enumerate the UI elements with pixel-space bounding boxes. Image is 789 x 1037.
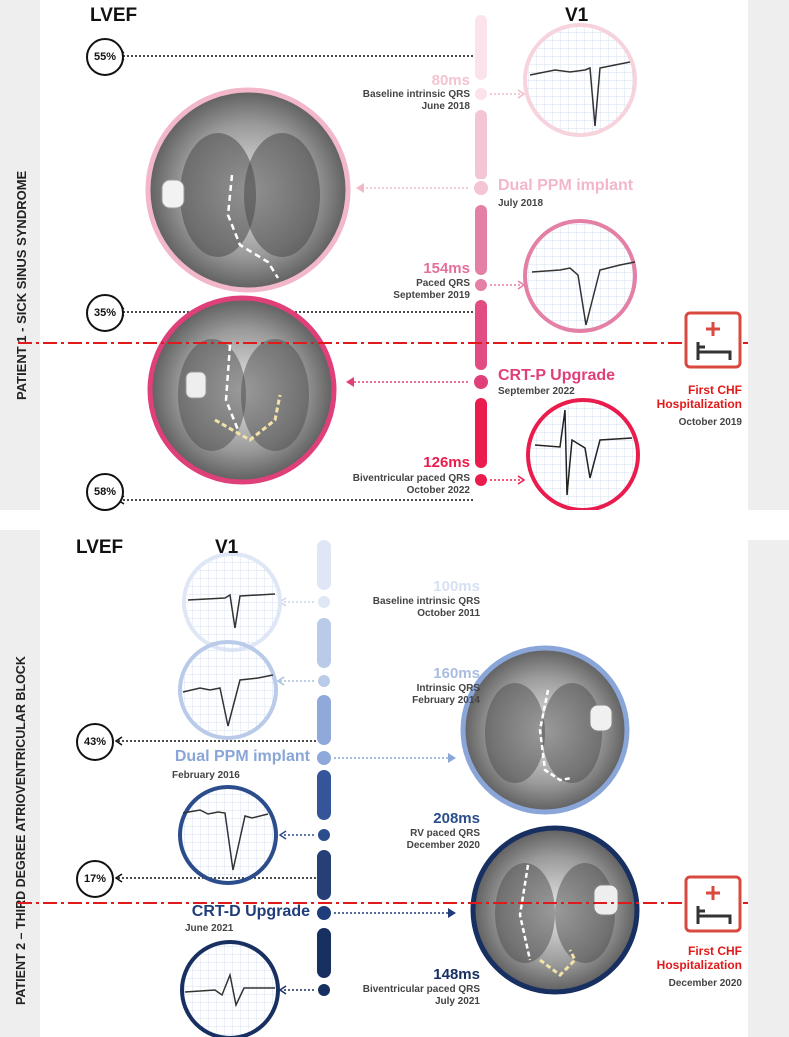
p1-ecg-biv: [526, 398, 640, 510]
p2-qrs-3-value: 208ms: [433, 810, 480, 827]
p1-lvef-1: 55%: [86, 38, 124, 76]
hospital-bed-icon: [684, 311, 742, 369]
patient1-graphics: [18, 15, 748, 510]
patient1-panel: PATIENT 1 - SICK SINUS SYNDROME: [0, 0, 789, 511]
p1-timeline-segment: [475, 15, 487, 80]
p1-xray-ppm: [145, 87, 351, 293]
p1-qrs-3-value: 126ms: [423, 454, 470, 471]
p1-chf-label: First CHF Hospitalization: [630, 383, 742, 411]
p1-qrs-2-desc-text: Paced QRS: [416, 278, 470, 289]
p2-qrs-4-value: 148ms: [433, 966, 480, 983]
p1-timeline-segment: [475, 205, 487, 275]
p1-qrs-3-desc: Biventricular paced QRS October 2022: [300, 473, 470, 497]
patient2-graphics: [18, 540, 748, 1037]
p1-qrs-2-date: September 2019: [393, 290, 470, 301]
p1-qrs-3-desc-text: Biventricular paced QRS: [352, 473, 470, 484]
patient1-right-band: [748, 0, 789, 510]
p2-event-2-label: CRT-D Upgrade: [191, 903, 310, 920]
p2-qrs-1-date: October 2011: [417, 608, 480, 619]
p1-timeline-segment: [475, 300, 487, 370]
p1-timeline-segment: [475, 398, 487, 468]
p2-qrs-4-desc: Biventricular paced QRS July 2021: [310, 984, 480, 1008]
p2-event-2-date: June 2021: [185, 923, 234, 934]
p1-chf-line1: First CHF: [688, 383, 742, 397]
p1-lvef-header: LVEF: [90, 5, 138, 26]
p1-ecg-baseline: [523, 23, 637, 137]
p2-qrs-3-desc: RV paced QRS December 2020: [310, 828, 480, 852]
p2-qrs-2-value: 160ms: [433, 665, 480, 682]
p2-chf-date: December 2020: [668, 978, 742, 989]
p2-v1-header: V1: [215, 537, 239, 558]
p1-v1-header: V1: [565, 5, 589, 26]
p2-qrs-2-desc-text: Intrinsic QRS: [416, 683, 480, 694]
p1-chf-line2: Hospitalization: [656, 397, 742, 411]
p2-lvef-1: 43%: [76, 723, 114, 761]
p2-ecg-baseline: [182, 552, 282, 652]
p2-qrs-2-date: February 2014: [412, 695, 480, 706]
patient2-right-band: [748, 540, 789, 1037]
p1-event-1-label: Dual PPM implant: [498, 177, 634, 194]
p1-qrs-2-value: 154ms: [423, 260, 470, 277]
p1-qrs-1-date: June 2018: [421, 101, 470, 112]
p2-xray-crtd: [470, 825, 640, 995]
p2-ecg-rv-paced: [178, 785, 278, 885]
hospital-bed-icon: [684, 875, 742, 933]
p1-lvef-3: 58%: [86, 473, 124, 511]
patient2-panel: PATIENT 2 – THIRD DEGREE ATRIOVENTRICULA…: [0, 530, 789, 1037]
p1-qrs-2-desc: Paced QRS September 2019: [300, 278, 470, 302]
p2-qrs-1-desc: Baseline intrinsic QRS October 2011: [310, 596, 480, 620]
p2-lvef-header: LVEF: [76, 537, 124, 558]
p2-qrs-4-date: July 2021: [434, 996, 480, 1007]
p1-xray-crtp: [147, 295, 337, 485]
p2-qrs-1-desc-text: Baseline intrinsic QRS: [372, 596, 480, 607]
p2-lvef-2: 17%: [76, 860, 114, 898]
p1-qrs-1-desc-text: Baseline intrinsic QRS: [362, 89, 470, 100]
p2-chf-line1: First CHF: [688, 944, 742, 958]
p2-event-1-label: Dual PPM implant: [174, 748, 310, 765]
p1-chf-date: October 2019: [678, 417, 742, 428]
p2-qrs-3-date: December 2020: [406, 840, 480, 851]
p1-lvef-2: 35%: [86, 294, 124, 332]
p2-qrs-1-value: 100ms: [433, 578, 480, 595]
p2-qrs-2-desc: Intrinsic QRS February 2014: [310, 683, 480, 707]
p1-event-2-date: September 2022: [498, 386, 575, 397]
p2-xray-ppm: [460, 645, 630, 815]
p2-event-1-date: February 2016: [172, 770, 240, 781]
p2-chf-line2: Hospitalization: [656, 958, 742, 972]
p1-event-2-label: CRT-P Upgrade: [498, 367, 616, 384]
p1-event-1-date: July 2018: [498, 198, 544, 209]
patient1-side-band: [0, 0, 40, 510]
patient2-side-band: [0, 530, 40, 1037]
p1-timeline-segment: [475, 110, 487, 180]
p1-qrs-1-desc: Baseline intrinsic QRS June 2018: [300, 89, 470, 113]
p2-ecg-intrinsic: [178, 640, 278, 740]
p1-ecg-paced: [523, 219, 637, 333]
p2-qrs-3-desc-text: RV paced QRS: [410, 828, 480, 839]
p1-qrs-3-date: October 2022: [406, 485, 470, 496]
p1-qrs-1-value: 80ms: [431, 72, 470, 89]
p2-chf-label: First CHF Hospitalization: [630, 944, 742, 972]
p2-ecg-biv: [180, 940, 280, 1037]
p2-qrs-4-desc-text: Biventricular paced QRS: [362, 984, 480, 995]
